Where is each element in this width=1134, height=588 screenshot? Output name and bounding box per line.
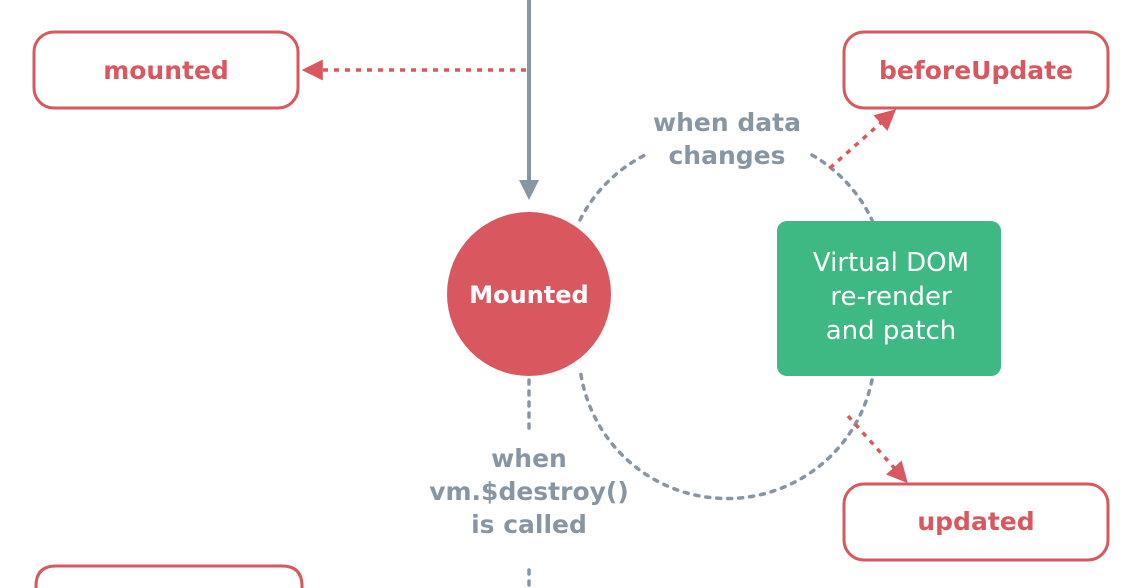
destroy-label-line3: is called — [471, 510, 587, 539]
virtual-dom-box: Virtual DOM re-render and patch — [777, 221, 1001, 376]
updated-hook-arrow — [846, 414, 908, 484]
destroy-label-line1: when — [491, 444, 567, 473]
updated-hook-label: updated — [917, 507, 1034, 536]
update-loop-arc-top-left — [578, 153, 647, 222]
data-change-label-line2: changes — [668, 141, 785, 170]
data-change-label: when data changes — [653, 108, 801, 170]
mounted-state-label: Mounted — [469, 281, 588, 309]
mounted-state: Mounted — [447, 212, 611, 376]
before-update-hook-box: beforeUpdate — [842, 30, 1110, 110]
before-update-hook-arrow — [828, 109, 897, 170]
virtual-dom-line1: Virtual DOM — [813, 248, 969, 278]
destroy-label-line2: vm.$destroy() — [429, 477, 629, 506]
virtual-dom-line2: re-render — [830, 282, 952, 312]
virtual-dom-line3: and patch — [826, 316, 957, 346]
update-loop-arc-bottom — [578, 366, 874, 501]
data-change-label-line1: when data — [653, 108, 801, 137]
mounted-hook-label: mounted — [103, 56, 229, 85]
mounted-hook-box: mounted — [32, 30, 300, 110]
next-hook-box-partial — [34, 564, 304, 588]
update-loop-arc-top-right — [810, 153, 874, 222]
updated-hook-box: updated — [842, 482, 1110, 562]
destroy-label: when vm.$destroy() is called — [429, 444, 629, 539]
before-update-hook-label: beforeUpdate — [879, 56, 1073, 85]
